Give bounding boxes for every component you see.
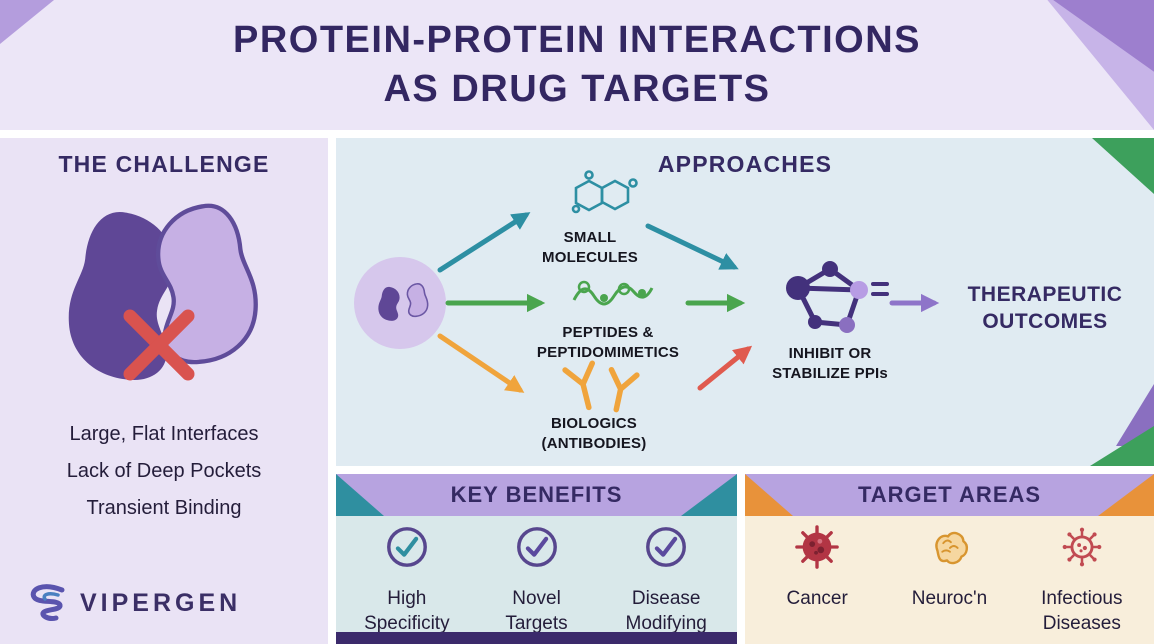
target-label: Neuroc'n	[911, 588, 988, 609]
biologics-label: BIOLOGICS (ANTIBODIES)	[541, 415, 647, 452]
target-label: Cancer	[786, 588, 848, 609]
small-molecules-label: SMALL MOLECULES	[542, 229, 638, 266]
benefit-label: High Specificity	[364, 588, 450, 635]
key-benefits-panel: KEY BENEFITS High Specificity	[336, 474, 737, 644]
challenge-point: Transient Binding	[86, 497, 242, 519]
title-banner: PROTEIN-PROTEIN INTERACTIONS AS DRUG TAR…	[0, 0, 1154, 130]
peptides-label: PEPTIDES & PEPTIDOMIMETICS	[536, 324, 680, 361]
ppi-source-icon	[354, 257, 446, 349]
red-x-icon	[123, 309, 195, 381]
bottom-accent-bar	[336, 632, 737, 644]
target-areas-items: Cancer Neuroc'n	[745, 524, 1154, 636]
converging-arrows	[645, 223, 753, 391]
hub-label: INHIBIT OR STABILIZE PPIs	[772, 345, 888, 382]
page-title-line1: PROTEIN-PROTEIN INTERACTIONS	[232, 19, 922, 61]
check-icon	[646, 527, 687, 567]
key-benefits-items: High Specificity Novel Targets	[336, 524, 737, 636]
vipergen-logo-text: VIPERGEN	[80, 588, 242, 617]
blocked-protein-pair-icon	[68, 203, 258, 381]
key-benefits-band: KEY BENEFITS	[336, 474, 737, 516]
target-areas-panel: TARGET AREAS Can	[745, 474, 1154, 644]
challenge-point: Large, Flat Interfaces	[69, 423, 259, 445]
page-title-line2: AS DRUG TARGETS	[383, 67, 771, 110]
virus-icon	[1062, 527, 1102, 567]
page-title: PROTEIN-PROTEIN INTERACTIONS AS DRUG TAR…	[0, 16, 1154, 113]
target-item: Cancer	[752, 524, 882, 636]
target-areas-heading: TARGET AREAS	[857, 482, 1042, 507]
cancer-cell-icon	[795, 525, 839, 569]
challenge-point: Lack of Deep Pockets	[66, 460, 262, 482]
check-icon	[386, 527, 427, 567]
vipergen-logo-icon	[30, 584, 65, 621]
approaches-flow-diagram	[354, 170, 940, 413]
target-item: Infectious Diseases	[1017, 524, 1147, 636]
approaches-heading: APPROACHES	[657, 151, 833, 177]
antibody-icon	[562, 360, 640, 413]
ppi-network-icon	[786, 261, 889, 333]
target-areas-band: TARGET AREAS	[745, 474, 1154, 516]
benefit-item: Disease Modifying	[601, 524, 731, 636]
approaches-panel: APPROACHES	[336, 138, 1154, 466]
benefit-item: Novel Targets	[472, 524, 602, 636]
peptide-icon	[572, 280, 654, 306]
therapeutic-outcomes-label: THERAPEUTIC OUTCOMES	[967, 283, 1123, 334]
challenge-heading: THE CHALLENGE	[58, 151, 270, 177]
challenge-panel: THE CHALLENGE Large, Flat Interfaces Lac…	[0, 138, 328, 644]
vipergen-logo: VIPERGEN	[24, 580, 241, 626]
benefit-label: Novel Targets	[505, 588, 568, 635]
fan-out-arrows	[437, 212, 546, 393]
benefit-label: Disease Modifying	[625, 588, 707, 635]
brain-icon	[935, 531, 969, 565]
small-molecule-icon	[571, 170, 638, 214]
target-label: Infectious Diseases	[1041, 588, 1123, 635]
target-item: Neuroc'n	[884, 524, 1014, 636]
challenge-points: Large, Flat Interfaces Lack of Deep Pock…	[0, 416, 328, 527]
key-benefits-heading: KEY BENEFITS	[450, 482, 623, 507]
benefit-item: High Specificity	[342, 524, 472, 636]
check-icon	[516, 527, 557, 567]
